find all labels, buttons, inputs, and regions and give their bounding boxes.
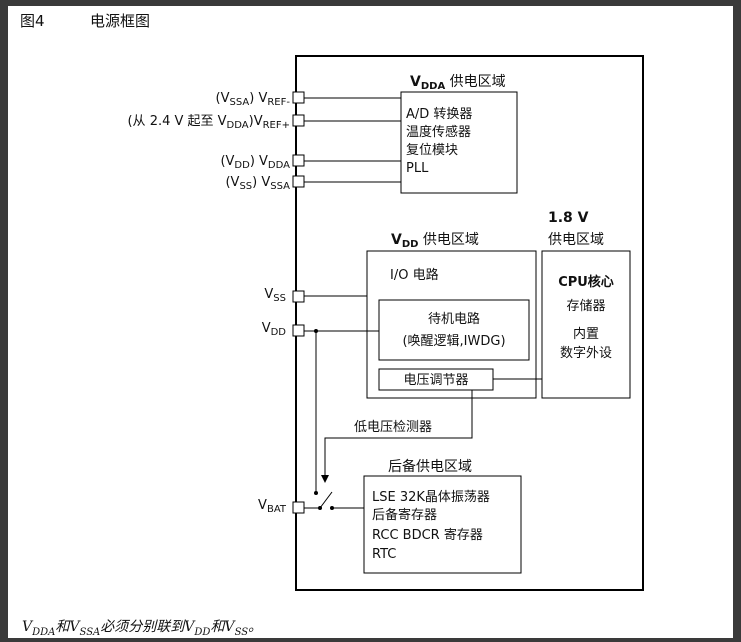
power-block-diagram: VDDA 供电区域 A/D 转换器 温度传感器 复位模块 PLL (VSSA) … [127,55,644,591]
label-vss: VSS [264,287,286,304]
vdd-domain-title: VDD 供电区域 [391,232,479,250]
figure-title: 电源框图 [90,12,151,30]
pin-vref-plus [292,114,305,127]
core-item-digital-peripherals: 数字外设 [560,346,612,361]
vdda-item-temp-sensor: 温度传感器 [406,124,471,140]
core-domain-box [541,250,631,399]
lvd-label: 低电压检测器 [354,420,432,435]
vdda-domain-title: VDDA 供电区域 [410,74,506,92]
core-domain-voltage: 1.8 V [548,210,589,226]
core-item-cpu: CPU核心 [558,274,614,290]
label-vdd: VDD [262,321,287,338]
standby-circuit-box [378,299,530,361]
vdda-item-pll: PLL [406,161,429,176]
core-item-memory: 存储器 [566,299,605,314]
pin-vdda [292,154,305,167]
lvd-arrow [321,475,329,483]
pin-vdd [292,324,305,337]
figure-frame: 图4 电源框图 VDDA 供电区域 A/D 转换器 温度传感器 复位模块 PLL… [8,6,733,638]
core-item-builtin: 内置 [573,326,599,342]
pin-vss [292,290,305,303]
core-domain-title: 供电区域 [548,232,604,248]
label-vref-minus: (VSSA) VREF- [216,91,291,108]
label-vbat: VBAT [258,498,287,515]
chip-outline [295,55,644,591]
wire-lvd [324,390,473,476]
pin-vssa [292,175,305,188]
backup-domain-title: 后备供电区域 [388,458,472,475]
standby-circuit-detail: (唤醒逻辑,IWDG) [402,334,505,349]
backup-item-lse: LSE 32K晶体振荡器 [372,490,490,505]
pin-vbat [292,501,305,514]
pin-vref-minus [292,91,305,104]
switch-contact-vdd [314,491,318,495]
vdd-domain-box [366,250,537,399]
vdda-item-reset: 复位模块 [406,143,458,158]
figure-number: 图4 [20,12,45,30]
regulator-label: 电压调节器 [403,373,468,388]
vdda-domain-box [400,91,518,194]
vdda-item-adc: A/D 转换器 [406,107,472,122]
backup-item-rtc: RTC [372,547,396,562]
backup-domain-box [363,475,522,574]
io-circuit-label: I/O 电路 [390,267,439,283]
label-vref-plus: (从 2.4 V 起至 VDDA)VREF+ [127,114,290,131]
footnote: VDDA和VSSA必须分别联到VDD和VSS。 [22,619,263,638]
backup-item-registers: 后备寄存器 [372,507,437,523]
standby-circuit-label: 待机电路 [428,311,480,327]
backup-item-rcc-bdcr: RCC BDCR 寄存器 [372,527,483,543]
power-switch [319,491,333,509]
label-vdda: (VDD) VDDA [220,154,290,171]
label-vssa: (VSS) VSSA [225,175,290,192]
